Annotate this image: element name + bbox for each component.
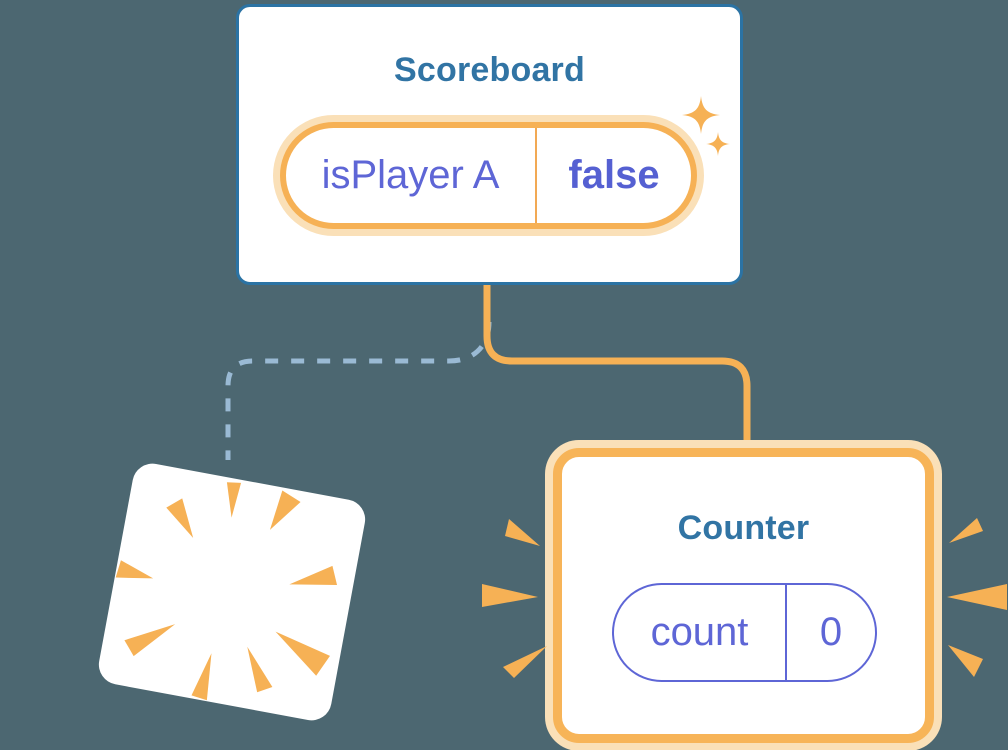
pill-divider [535,128,537,223]
removed-component-card [95,460,369,724]
state-key-label: count [650,610,749,654]
counter-component-card: Counter count 0 [553,448,934,743]
counter-title: Counter [677,509,810,547]
solid-connector-to-counter [483,282,751,452]
counter-state-pill: count 0 [612,583,877,682]
pill-divider [785,585,787,680]
scoreboard-state-pill: isPlayer A false [280,122,697,229]
state-key-cell: count [614,585,785,680]
state-value-label: 0 [819,610,843,654]
emphasis-rays-right-icon [947,518,1007,677]
scoreboard-title: Scoreboard [394,51,585,89]
state-value-cell: 0 [787,585,875,680]
state-value-cell: false [537,128,691,223]
state-key-cell: isPlayer A [286,128,535,223]
emphasis-rays-left-icon [482,519,547,678]
scoreboard-component-card: Scoreboard isPlayer A false [236,4,743,285]
dashed-connector-to-removed-component [225,321,492,460]
poof-burst-icon [115,482,338,701]
state-key-label: isPlayer A [321,153,500,197]
state-value-label: false [568,153,660,197]
